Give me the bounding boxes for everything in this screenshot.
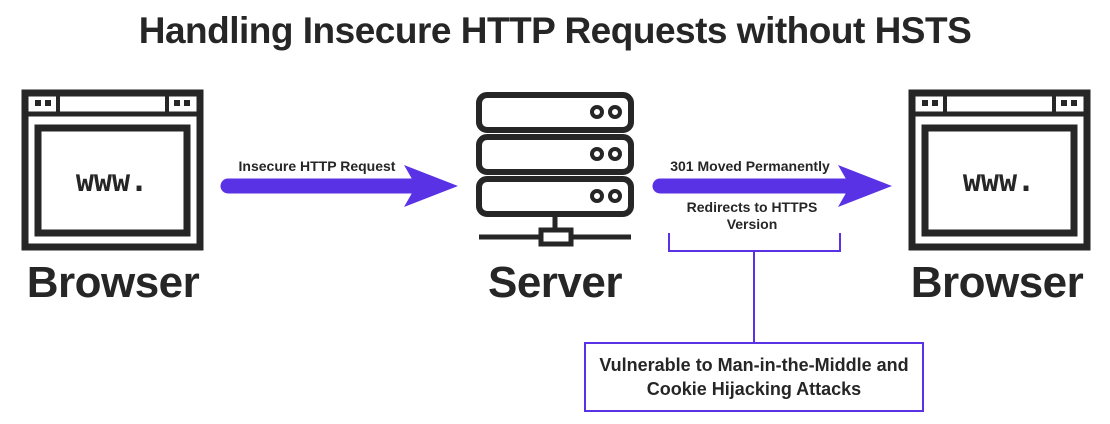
server-label: Server [487, 258, 623, 307]
request-edge-label: Insecure HTTP Request [238, 158, 396, 174]
redirect-edge-label: 301 Moved Permanently [670, 158, 830, 174]
request-arrow [220, 165, 458, 207]
browser-label-left: Browser [26, 258, 200, 307]
redirect-arrow [652, 165, 892, 207]
browser-screen-text-left: www. [76, 164, 148, 199]
browser-screen-text-right: www. [963, 164, 1035, 199]
browser-window-icon-right [908, 89, 1091, 251]
diagram-title: Handling Insecure HTTP Requests without … [138, 10, 972, 51]
browser-window-icon-left [21, 89, 204, 251]
callout-text: Vulnerable to Man-in-the-Middle and Cook… [599, 355, 909, 399]
callout-connector [668, 233, 841, 342]
redirect-edge-sublabel: Redirects to HTTPS Version [686, 199, 818, 232]
vulnerability-callout: Vulnerable to Man-in-the-Middle and Cook… [584, 342, 924, 412]
server-icon [476, 92, 634, 247]
browser-label-right: Browser [910, 258, 1084, 307]
